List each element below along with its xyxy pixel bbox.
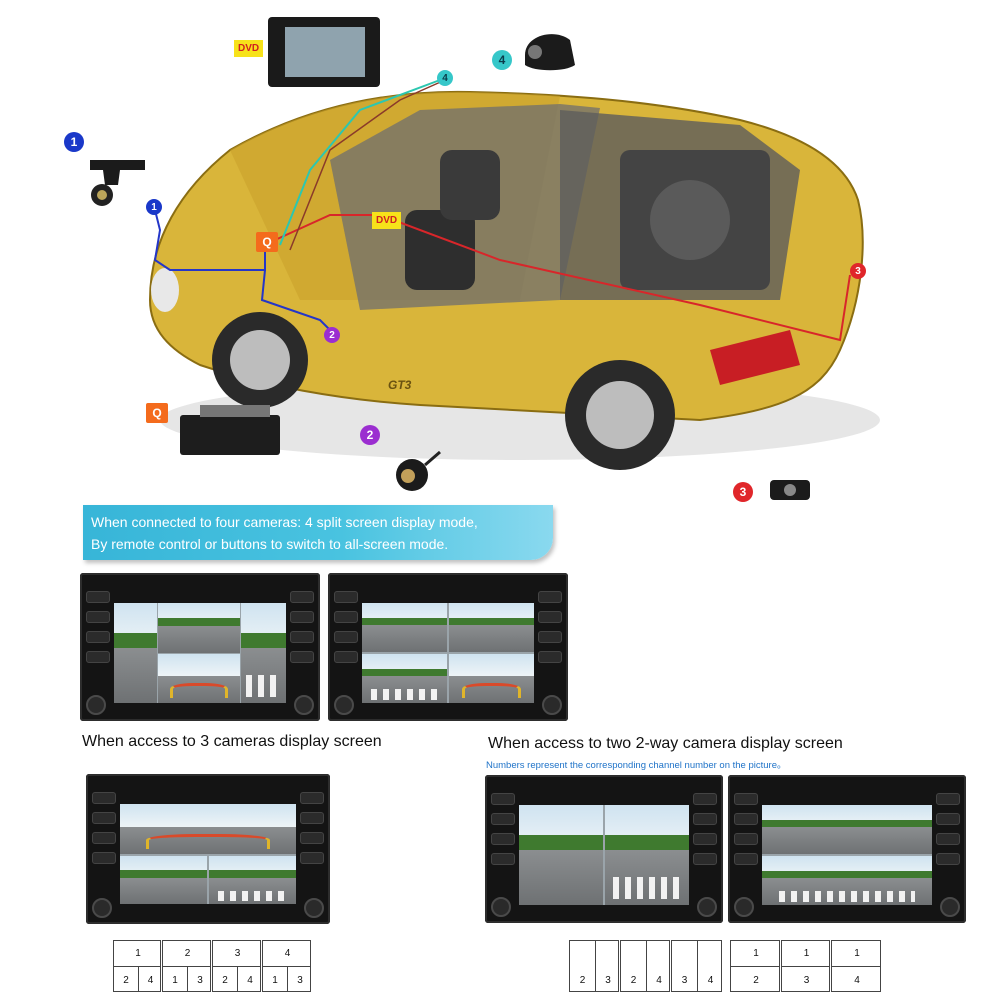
layout-cell: 3	[681, 974, 688, 986]
head-unit-quad-view-a	[80, 573, 320, 721]
wire-3-badge: 3	[850, 263, 866, 279]
layout-cell: 4	[247, 974, 253, 986]
layout-cell: 1	[135, 948, 141, 959]
control-box-tag: Q	[146, 403, 168, 423]
control-box-tag-on-car: Q	[256, 232, 278, 252]
layout-cell: 2	[184, 948, 191, 959]
layout-cell: 1	[172, 974, 178, 986]
dvd-tag-on-car: DVD	[372, 212, 402, 229]
quad-display-b	[362, 603, 534, 703]
layout-cell: 2	[753, 974, 759, 986]
layout-cell: 3	[803, 974, 810, 986]
quad-display-a	[114, 603, 286, 703]
camera-2-badge: 2	[360, 425, 380, 445]
layout-cell: 2	[630, 974, 637, 986]
layout-three-1: 1 2 4	[113, 940, 161, 992]
channel-number-note: Numbers represent the corresponding chan…	[486, 760, 787, 771]
three-camera-caption: When access to 3 cameras display screen	[82, 733, 382, 750]
wire-1-badge: 1	[146, 199, 162, 215]
dvd-unit-tag: DVD	[234, 40, 264, 57]
four-camera-info-banner: When connected to four cameras: 4 split …	[83, 505, 553, 560]
layout-cell: 3	[297, 974, 303, 986]
layout-stack-3: 1 4	[831, 940, 881, 992]
layout-stack-1: 1 2	[730, 940, 780, 992]
head-unit-two-way-stack	[728, 775, 966, 923]
layout-cell: 4	[656, 974, 662, 986]
layout-cell: 1	[272, 974, 278, 986]
layout-cell: 4	[284, 948, 291, 959]
layout-cell: 3	[234, 948, 241, 959]
layout-three-3: 3 2 4	[212, 940, 261, 992]
two-way-caption: When access to two 2-way camera display …	[488, 735, 843, 752]
layout-cell: 4	[147, 974, 154, 986]
layout-cell: 2	[123, 974, 129, 986]
layout-split-3: 3 4	[671, 940, 722, 992]
layout-cell: 1	[753, 948, 759, 959]
wire-4-badge: 4	[437, 70, 453, 86]
layout-three-2: 2 1 3	[162, 940, 211, 992]
banner-line-2: By remote control or buttons to switch t…	[91, 536, 449, 552]
wire-2-badge: 2	[324, 327, 340, 343]
head-unit-quad-view-b	[328, 573, 568, 721]
layout-cell: 2	[579, 974, 586, 986]
car-cutaway-drawing	[90, 17, 880, 500]
car-wiring-illustration: 1 4 2 3 1 2 3 4 Q Q DVD DVD GT3	[64, 17, 880, 502]
layout-cell: 2	[222, 974, 228, 986]
camera-3-badge: 3	[733, 482, 753, 502]
layout-cell: 3	[197, 974, 203, 986]
layout-split-1: 2 3	[569, 940, 619, 992]
three-camera-display	[120, 804, 296, 904]
layout-cell: 3	[605, 974, 611, 986]
head-unit-three-camera-view	[86, 774, 330, 924]
car-model-badge: GT3	[388, 378, 412, 392]
camera-4-badge: 4	[492, 50, 512, 70]
banner-line-1: When connected to four cameras: 4 split …	[91, 514, 478, 530]
two-way-split-display	[519, 805, 689, 905]
layout-cell: 1	[854, 948, 860, 959]
layout-cell: 1	[803, 948, 810, 959]
head-unit-two-way-split	[485, 775, 723, 923]
camera-1-badge: 1	[64, 132, 84, 152]
layout-three-4: 4 1 3	[262, 940, 311, 992]
layout-cell: 4	[707, 974, 714, 986]
layout-split-2: 2 4	[620, 940, 670, 992]
layout-stack-2: 1 3	[781, 940, 830, 992]
two-way-stack-display	[762, 805, 932, 905]
layout-cell: 4	[854, 974, 860, 986]
